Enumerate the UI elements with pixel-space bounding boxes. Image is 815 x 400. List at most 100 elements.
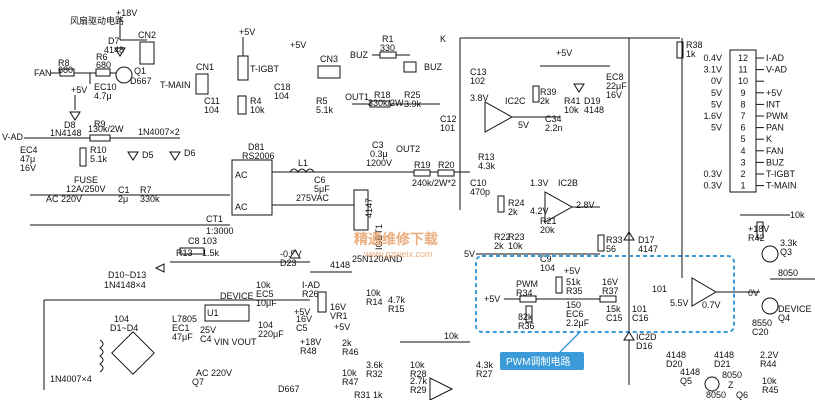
c6-voltage: 275VAC xyxy=(296,193,329,203)
r6-value: 680 xyxy=(96,60,111,70)
d16-diode xyxy=(623,331,635,341)
r32-label: 3.6k xyxy=(366,360,384,370)
r21-value: 20k xyxy=(540,225,555,235)
cn4-pin-2: 2 xyxy=(740,169,745,179)
v5-label-c: +5V xyxy=(290,40,306,50)
c13-value: 102 xyxy=(470,76,485,86)
r41-value: 10k xyxy=(564,105,579,115)
d19-value: 4148 xyxy=(584,105,604,115)
u1-regulator xyxy=(204,304,250,322)
r42-resistor xyxy=(756,221,764,239)
r35-value: R35 xyxy=(566,286,583,296)
c10-label: C10 xyxy=(470,178,487,188)
transformer xyxy=(99,339,104,373)
r37-value: R37 xyxy=(602,286,619,296)
q3-value: Q3 xyxy=(780,247,792,257)
v5-label-pwm: +5V xyxy=(564,266,580,276)
pwm-callout-text: PWM调制电路 xyxy=(506,355,570,368)
ec5-voltage: 10μF xyxy=(256,298,277,308)
buz-label-2: BUZ xyxy=(424,62,443,72)
c20-label: 8550 xyxy=(752,318,772,328)
d19-label: D19 xyxy=(584,96,601,106)
d81-label: D81 xyxy=(248,142,265,152)
sensor-inputs: T-MAIN CN1 C11 104 +5V T-IGBT R4 10k +5V… xyxy=(160,27,341,115)
pwm-callout: PWM调制电路 xyxy=(500,331,584,370)
ct1-value: 1:3000 xyxy=(206,226,234,236)
u1-label: DEVICE xyxy=(220,291,254,301)
d1-value: D1~D4 xyxy=(110,323,138,333)
r9-label: R9 xyxy=(94,119,106,129)
igbt-bias-voltage: 25N120AND xyxy=(352,254,403,264)
cn3-label: CN3 xyxy=(320,54,338,64)
ec5-label: 10k xyxy=(256,280,271,290)
r41-label: R41 xyxy=(564,96,581,106)
d17-label: D17 xyxy=(638,235,655,245)
r36-resistor xyxy=(525,305,533,323)
cn1-connector xyxy=(195,73,209,95)
c4-label: 25V xyxy=(200,325,216,335)
ec4-value: 47μ xyxy=(20,154,35,164)
igbt1-value: IGBT1 xyxy=(374,224,384,250)
d7-value: 4148 xyxy=(104,45,124,55)
cn4-signal-3: BUZ xyxy=(766,157,785,167)
fuse-label: FUSE xyxy=(74,175,98,185)
r38-label: R38 xyxy=(686,40,703,50)
fan-label: FAN xyxy=(34,68,52,78)
r7-value: 330k xyxy=(140,194,160,204)
ec1-label: L7805 xyxy=(172,314,197,324)
r8-value: 680 xyxy=(58,65,73,75)
q6-label: 8050 xyxy=(706,390,726,400)
out2-label: OUT2 xyxy=(396,144,420,154)
r29-value: R29 xyxy=(410,385,427,395)
igbt1-transistor xyxy=(353,189,369,231)
r39-label: R39 xyxy=(540,87,557,97)
ec10-value: 4.7μ xyxy=(94,91,112,101)
r28-label: 10k xyxy=(410,360,425,370)
r10-label: R10 xyxy=(90,145,107,155)
c5-label: 16V xyxy=(296,314,312,324)
r18-resistor xyxy=(369,100,391,108)
cn4-voltage-8: 5V xyxy=(711,99,722,109)
r37-resistor xyxy=(599,295,617,303)
fan-drive-circuit: 风扇驱动电路 +18V CN2 D7 4148 FAN R8 680 R6 68… xyxy=(34,8,156,101)
r48-value: R48 xyxy=(300,346,317,356)
d23-diode xyxy=(289,249,301,259)
buzzer xyxy=(403,61,417,73)
r36-value: R36 xyxy=(518,321,535,331)
tigbt-label: T-IGBT xyxy=(250,64,280,74)
r14-label: 10k xyxy=(366,288,381,298)
c34-value: 2.2n xyxy=(545,123,563,133)
r38-resistor xyxy=(676,41,684,59)
r9-resistor xyxy=(89,134,111,142)
current-sense: -0.5V D23 4148 I-AD R26 10k EC5 10μF 16V… xyxy=(256,249,406,321)
r19-resistor xyxy=(413,169,431,177)
c3-value: 0.3μ xyxy=(370,149,388,159)
cn4-voltage-7: 1.6V xyxy=(703,111,722,121)
input-section: +5V D8 1N4148 V-AD R9 130k/2W 1N4007×2 E… xyxy=(2,85,230,226)
c11-value: 104 xyxy=(204,105,219,115)
r10-value: 5.1k xyxy=(90,154,108,164)
r25-value: 3.9k xyxy=(404,99,422,109)
r9-value: 130k/2W xyxy=(88,124,124,134)
r5-value: 5.1k xyxy=(316,105,334,115)
c2-voltage: 220μF xyxy=(258,329,284,339)
d1n4007x2-label: 1N4007×2 xyxy=(138,127,180,137)
r33-label: R33 xyxy=(606,235,623,245)
cn4-pin-6: 6 xyxy=(740,123,745,133)
ec8-value: 22μF xyxy=(606,81,627,91)
d21-value: D21 xyxy=(714,359,731,369)
ct1-label: CT1 xyxy=(206,214,223,224)
ec10-label: EC10 xyxy=(94,82,117,92)
r27-label: 4.3k xyxy=(476,360,494,370)
q6-value: Q6 xyxy=(736,390,748,400)
r13b-label: R13 xyxy=(478,152,495,162)
r39-resistor xyxy=(532,85,540,103)
r24-resistor xyxy=(497,195,505,213)
cn4-signal-6: PAN xyxy=(766,123,784,133)
r10-resistor xyxy=(79,147,87,167)
c4-value: C4 xyxy=(200,334,212,344)
r27-value: R27 xyxy=(476,369,493,379)
c18-label: C18 xyxy=(274,82,291,92)
d7-label: D7 xyxy=(108,36,120,46)
